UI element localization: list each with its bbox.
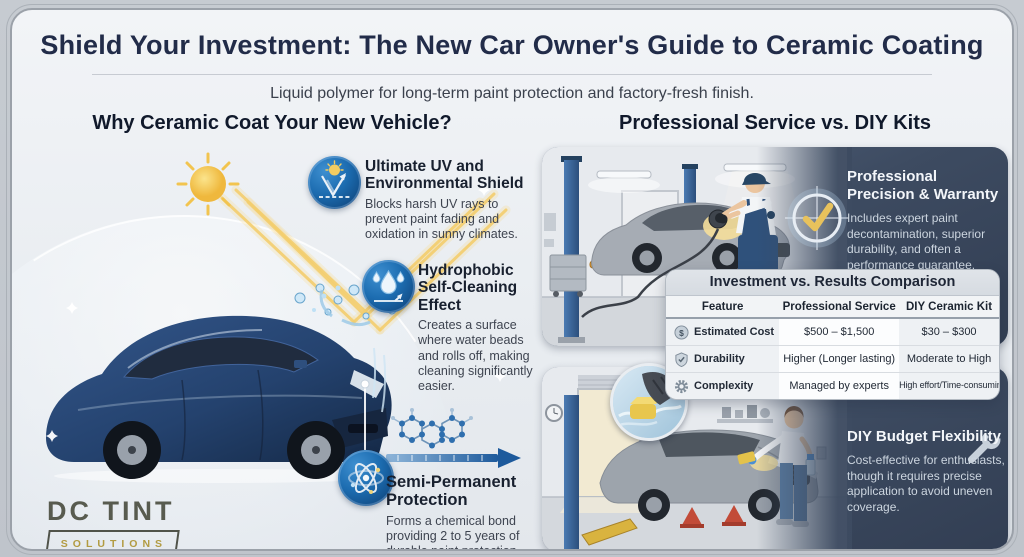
sun-icon — [176, 152, 240, 216]
table-cell: Moderate to High — [899, 346, 999, 373]
table-row-complexity-feature: Complexity — [666, 373, 780, 399]
feature-hydrophobic: Hydrophobic Self-Cleaning Effect Creates… — [418, 262, 542, 394]
why-ceramic-coat-illustration: Ultimate UV and Environmental Shield Blo… — [12, 140, 533, 550]
dollar-icon: $ — [674, 324, 689, 340]
dc-tint-logo: DC TINT SOLUTIONS — [45, 496, 181, 550]
wrench-icon — [960, 427, 1004, 471]
column-header-diy: DIY Ceramic Kit — [899, 296, 999, 319]
feature-description: Forms a chemical bond providing 2 to 5 y… — [386, 513, 520, 549]
column-header-feature: Feature — [666, 296, 780, 319]
gear-icon — [674, 379, 689, 394]
table-cell-label: Durability — [694, 353, 745, 365]
logo-box: SOLUTIONS — [45, 530, 181, 550]
feature-description: Blocks harsh UV rays to prevent paint fa… — [365, 196, 518, 242]
water-drops-icon — [362, 260, 415, 313]
uv-shield-icon — [308, 156, 361, 209]
title-divider — [92, 74, 932, 75]
molecule-diagram — [386, 408, 521, 468]
blue-car-illustration — [46, 315, 392, 483]
table-cell-label: Estimated Cost — [694, 326, 775, 338]
comparison-table-title: Investment vs. Results Comparison — [666, 270, 999, 296]
right-section-heading: Professional Service vs. DIY Kits — [618, 112, 931, 134]
atom-icon — [338, 450, 394, 506]
table-cell: Managed by experts — [779, 373, 900, 399]
tool-cart — [549, 254, 587, 297]
feature-title: Ultimate UV and Environmental Shield — [365, 158, 524, 193]
feature-title: Hydrophobic Self-Cleaning Effect — [418, 262, 518, 314]
table-cell-label: Complexity — [694, 380, 754, 392]
check-icon — [784, 185, 850, 251]
feature-description: Creates a surface where water beads and … — [418, 318, 533, 394]
page-subtitle: Liquid polymer for long-term paint prote… — [270, 85, 754, 102]
diy-panel-text: DIY Budget Flexibility Cost-effective fo… — [847, 428, 1010, 515]
svg-text:$: $ — [679, 327, 684, 337]
feature-semi-permanent: Semi-Permanent Protection Forms a chemic… — [386, 473, 541, 549]
comparison-table: Investment vs. Results Comparison Featur… — [665, 269, 1000, 400]
infographic-card: Shield Your Investment: The New Car Owne… — [6, 4, 1018, 555]
table-cell: $500 – $1,500 — [779, 319, 900, 346]
shield-check-icon — [674, 351, 689, 367]
column-header-professional: Professional Service — [779, 296, 900, 319]
table-cell: $30 – $300 — [899, 319, 999, 346]
pro-panel-description: Includes expert paint decontamination, s… — [847, 211, 986, 272]
diy-panel-title: DIY Budget Flexibility — [847, 428, 1001, 445]
clock-icon — [545, 404, 563, 422]
pro-panel-text: Professional Precision & Warranty Includ… — [847, 168, 1005, 273]
table-cell: High effort/Time-consuming — [899, 373, 999, 399]
feature-title: Semi-Permanent Protection — [386, 473, 517, 510]
feature-connector-line — [360, 379, 370, 450]
page-title: Shield Your Investment: The New Car Owne… — [40, 30, 984, 60]
table-cell: Higher (Longer lasting) — [779, 346, 900, 373]
water-splash — [319, 289, 371, 327]
logo-subtext: SOLUTIONS — [60, 538, 168, 550]
pro-panel-title: Professional Precision & Warranty — [847, 168, 999, 203]
left-section-heading: Why Ceramic Coat Your New Vehicle? — [92, 112, 452, 134]
table-row-durability-feature: Durability — [666, 346, 780, 373]
feature-uv-shield: Ultimate UV and Environmental Shield Blo… — [365, 158, 533, 242]
logo-wordmark: DC TINT — [47, 496, 175, 526]
sparkle-icon — [46, 184, 506, 442]
arrow-right-icon — [386, 448, 521, 468]
table-row-cost-feature: $ Estimated Cost — [666, 319, 780, 346]
diy-panel-description: Cost-effective for enthusiasts, though i… — [847, 453, 1005, 514]
